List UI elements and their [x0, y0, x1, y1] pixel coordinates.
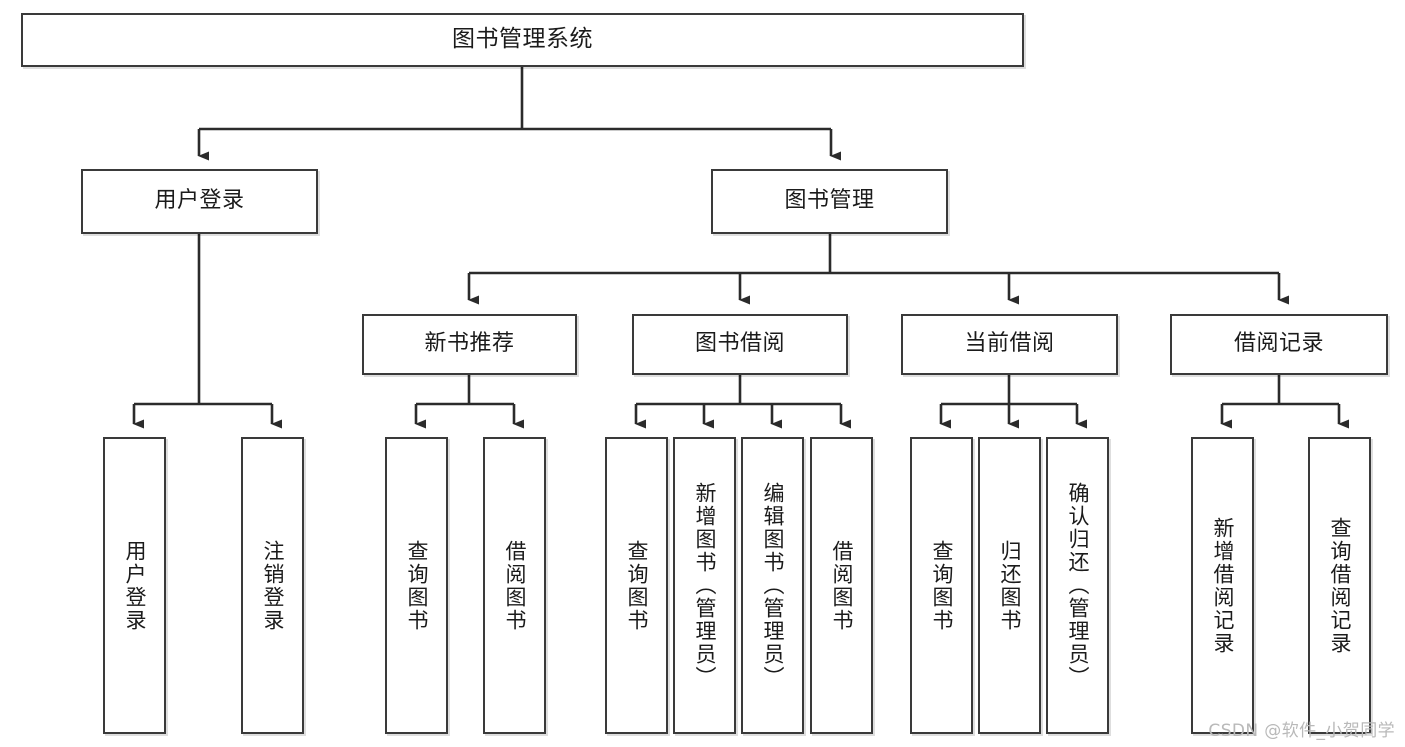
node-label: 借阅图书	[829, 539, 854, 632]
node-root-system[interactable]: 图书管理系统	[21, 13, 1024, 67]
node-label: 新增图书（管理员）	[692, 482, 717, 689]
leaf-book-borrow-add[interactable]: 新增图书（管理员）	[673, 437, 736, 734]
node-label: 图书借阅	[694, 331, 785, 357]
node-label: 确认归还（管理员）	[1065, 482, 1090, 689]
node-borrow-record[interactable]: 借阅记录	[1170, 314, 1388, 375]
leaf-new-book-borrow[interactable]: 借阅图书	[483, 437, 546, 734]
node-label: 借阅图书	[502, 539, 527, 632]
node-book-management[interactable]: 图书管理	[711, 169, 948, 234]
node-label: 查询图书	[929, 539, 954, 632]
node-label: 借阅记录	[1233, 331, 1324, 357]
node-new-book-recommend[interactable]: 新书推荐	[362, 314, 577, 375]
node-label: 查询借阅记录	[1327, 516, 1352, 655]
leaf-user-login-logout[interactable]: 注销登录	[241, 437, 304, 734]
leaf-current-borrow-query[interactable]: 查询图书	[910, 437, 973, 734]
leaf-current-borrow-return[interactable]: 归还图书	[978, 437, 1041, 734]
node-label: 图书管理系统	[452, 26, 593, 53]
leaf-current-borrow-confirm-return[interactable]: 确认归还（管理员）	[1046, 437, 1109, 734]
node-label: 新增借阅记录	[1210, 516, 1235, 655]
leaf-book-borrow-edit[interactable]: 编辑图书（管理员）	[741, 437, 804, 734]
watermark-text: CSDN @软件_小贺同学	[1208, 721, 1395, 741]
node-label: 用户登录	[122, 539, 147, 632]
node-label: 查询图书	[624, 539, 649, 632]
node-label: 新书推荐	[424, 331, 515, 357]
leaf-borrow-record-add[interactable]: 新增借阅记录	[1191, 437, 1254, 734]
node-current-borrow[interactable]: 当前借阅	[901, 314, 1118, 375]
node-label: 编辑图书（管理员）	[760, 482, 785, 689]
node-label: 查询图书	[404, 539, 429, 632]
node-label: 用户登录	[154, 188, 245, 214]
node-label: 图书管理	[784, 188, 875, 214]
leaf-user-login-login[interactable]: 用户登录	[103, 437, 166, 734]
node-user-login[interactable]: 用户登录	[81, 169, 318, 234]
node-label: 注销登录	[260, 539, 285, 632]
node-label: 归还图书	[997, 539, 1022, 632]
leaf-new-book-query[interactable]: 查询图书	[385, 437, 448, 734]
leaf-book-borrow-borrow[interactable]: 借阅图书	[810, 437, 873, 734]
leaf-book-borrow-query[interactable]: 查询图书	[605, 437, 668, 734]
leaf-borrow-record-query[interactable]: 查询借阅记录	[1308, 437, 1371, 734]
node-book-borrow[interactable]: 图书借阅	[632, 314, 848, 375]
node-label: 当前借阅	[964, 331, 1055, 357]
